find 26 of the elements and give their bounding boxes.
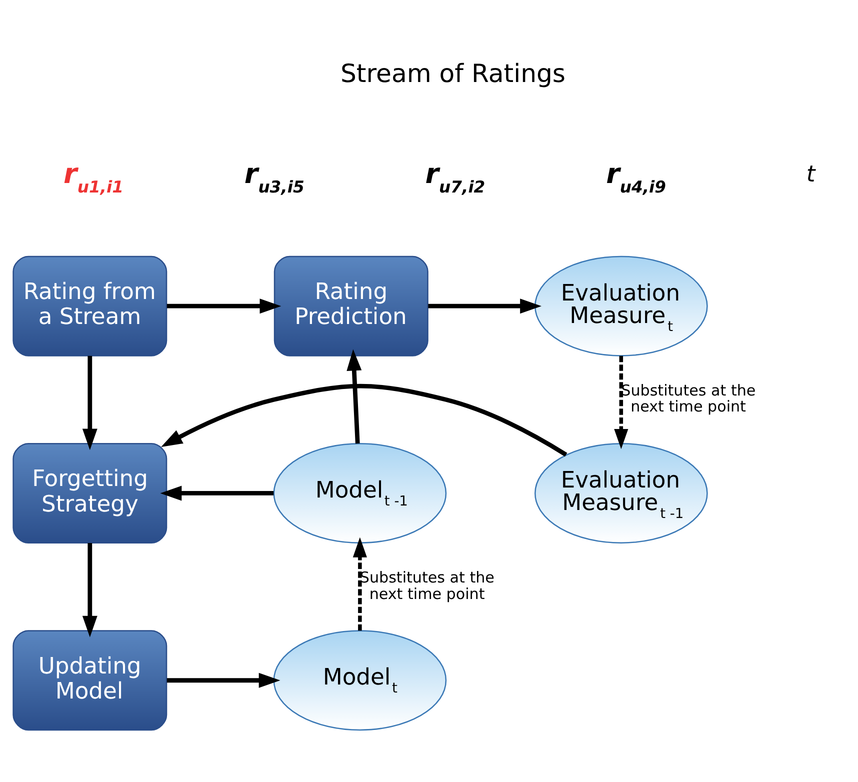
node-ellipse: Model$_{t -1}$	[273, 442, 447, 543]
arrow	[346, 348, 362, 444]
arrow	[82, 542, 98, 637]
label: r$_{u1,i1}$	[64, 156, 124, 196]
label: r$_{u3,i5}$	[244, 156, 304, 196]
arrow	[352, 536, 367, 630]
label: r$_{u4,i9}$	[606, 156, 666, 196]
node-box: Rating from a Stream	[12, 255, 168, 356]
node-box: Updating Model	[12, 630, 168, 730]
arrow	[614, 355, 628, 449]
arrow	[428, 298, 542, 314]
node-box: Forgetting Strategy	[12, 442, 168, 543]
edge-label: Substitutes at the next time point	[621, 380, 756, 416]
edge-label: Substitutes at the next time point	[360, 568, 494, 602]
label: r$_{u7,i2}$	[425, 156, 486, 196]
node-ellipse: Evaluation Measure$_{t}$	[534, 255, 708, 356]
arrow	[166, 298, 282, 314]
arrow	[82, 355, 98, 450]
arrow	[160, 485, 274, 500]
arrow	[166, 672, 280, 688]
label: t	[806, 161, 816, 188]
node-box: Rating Prediction	[274, 255, 428, 356]
node-ellipse: Evaluation Measure$_{t -1}$	[534, 442, 708, 543]
arrow	[161, 383, 568, 456]
label: Stream of Ratings	[340, 58, 566, 88]
node-ellipse: Model$_{t}$	[273, 630, 447, 730]
